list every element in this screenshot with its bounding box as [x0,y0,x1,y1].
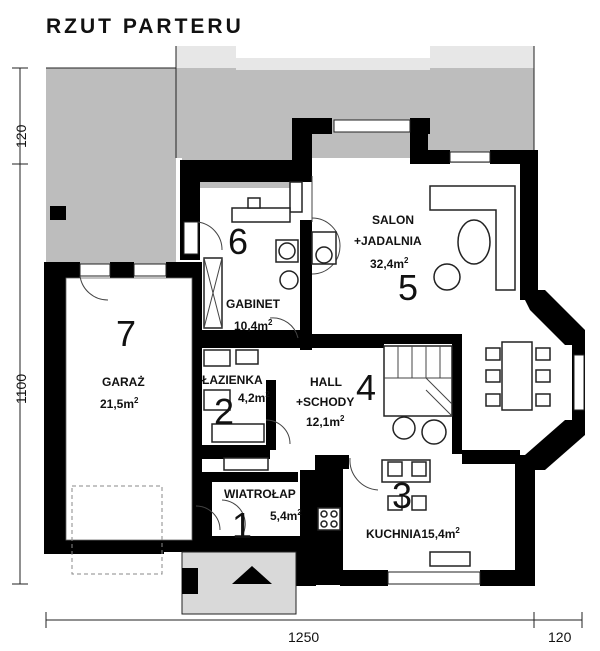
room-4-name-line2: +SCHODY [296,395,354,409]
room-6-area: 10,4m2 [234,318,273,333]
staircase [383,345,453,445]
room-1-name: WIATROŁAP [224,487,296,501]
room-4-area: 12,1m2 [306,414,345,429]
room-5-number: 5 [398,267,418,308]
room-6-number: 6 [228,221,248,262]
room-5-area: 32,4m2 [370,256,409,271]
plan-title: RZUT PARTERU [46,15,244,38]
dim-left-top: 120 [13,124,29,148]
dim-left-main: 1100 [13,374,29,404]
room-1-number: 1 [232,505,252,546]
room-2-number: 2 [214,391,234,432]
room-4-number: 4 [356,367,376,408]
room-7-area: 21,5m2 [100,396,139,411]
room-4-name-line1: HALL [310,375,342,389]
dim-bottom-main: 1250 [288,629,319,645]
room-5-name-line1: SALON [372,213,414,227]
bathroom-fixtures [203,349,269,471]
garage-floor [65,277,193,541]
room-3-name-area: KUCHNIA15,4m2 [366,526,460,541]
dining-table [485,341,551,411]
living-room-furniture [311,176,516,291]
room-2-name: ŁAZIENKA [202,373,263,387]
inner-walls [192,220,462,544]
dimension-lines [12,67,583,628]
room-1-area: 5,4m2 [270,508,302,523]
room-6-name: GABINET [226,297,281,311]
room-3-number: 3 [392,475,412,516]
entrance-marker [181,551,297,615]
terrace-area [46,46,535,264]
room-7-name: GARAŻ [102,374,145,389]
dim-bottom-right: 120 [548,629,572,645]
room-2-area: 4,2m2 [238,390,270,405]
post-marker [50,206,66,220]
room-5-name-line2: +JADALNIA [354,234,422,248]
room-7-number: 7 [116,313,136,354]
door-swings [79,217,379,537]
kitchen-furniture [317,459,471,567]
office-furniture [203,181,303,329]
windows [79,119,585,585]
